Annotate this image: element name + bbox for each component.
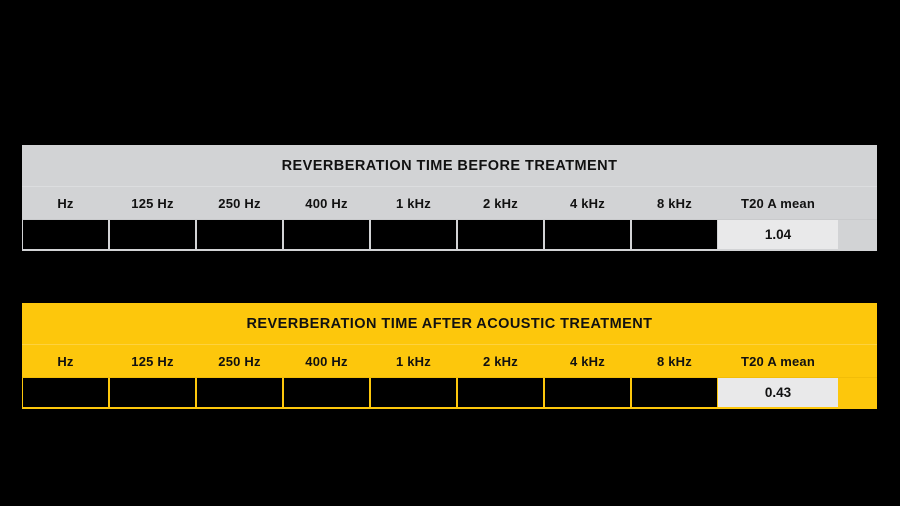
after-header-2khz: 2 kHz: [483, 353, 518, 369]
reverberation-before-table: REVERBERATION TIME BEFORE TREATMENT Hz 1…: [22, 145, 877, 251]
after-value-1khz: [370, 378, 457, 407]
before-value-1khz: [370, 220, 457, 249]
before-table-header-row: Hz 125 Hz 250 Hz 400 Hz 1 kHz 2 kHz 4 kH…: [22, 187, 877, 219]
before-value-2khz: [457, 220, 544, 249]
before-header-125hz: 125 Hz: [131, 195, 174, 211]
before-header-t20-a-mean: T20 A mean: [740, 195, 815, 211]
before-value-250hz: [196, 220, 283, 249]
before-header-hz: Hz: [57, 195, 74, 211]
after-value-t20-a-mean: 0.43: [718, 378, 838, 407]
after-header-250hz: 250 Hz: [218, 353, 261, 369]
after-value-hz: [22, 378, 109, 407]
before-value-400hz: [283, 220, 370, 249]
before-value-t20-a-mean: 1.04: [718, 220, 838, 249]
before-value-hz: [22, 220, 109, 249]
before-header-250hz: 250 Hz: [218, 195, 261, 211]
after-table-data-row: 0.43: [22, 377, 877, 409]
after-table-title: REVERBERATION TIME AFTER ACOUSTIC TREATM…: [22, 303, 877, 345]
after-header-hz: Hz: [57, 353, 74, 369]
before-header-4khz: 4 kHz: [570, 195, 605, 211]
before-header-2khz: 2 kHz: [483, 195, 518, 211]
after-value-125hz: [109, 378, 196, 407]
after-header-4khz: 4 kHz: [570, 353, 605, 369]
before-header-8khz: 8 kHz: [657, 195, 692, 211]
after-header-t20-a-mean: T20 A mean: [740, 353, 815, 369]
before-table-data-row: 1.04: [22, 219, 877, 251]
after-header-1khz: 1 kHz: [396, 353, 431, 369]
before-header-1khz: 1 kHz: [396, 195, 431, 211]
after-header-400hz: 400 Hz: [305, 353, 348, 369]
before-table-title: REVERBERATION TIME BEFORE TREATMENT: [22, 145, 877, 187]
after-value-400hz: [283, 378, 370, 407]
after-header-8khz: 8 kHz: [657, 353, 692, 369]
after-table-header-row: Hz 125 Hz 250 Hz 400 Hz 1 kHz 2 kHz 4 kH…: [22, 345, 877, 377]
after-value-4khz: [544, 378, 631, 407]
after-header-125hz: 125 Hz: [131, 353, 174, 369]
before-value-4khz: [544, 220, 631, 249]
after-value-2khz: [457, 378, 544, 407]
before-value-8khz: [631, 220, 718, 249]
after-value-8khz: [631, 378, 718, 407]
before-header-400hz: 400 Hz: [305, 195, 348, 211]
reverberation-after-table: REVERBERATION TIME AFTER ACOUSTIC TREATM…: [22, 303, 877, 409]
before-value-125hz: [109, 220, 196, 249]
after-value-250hz: [196, 378, 283, 407]
